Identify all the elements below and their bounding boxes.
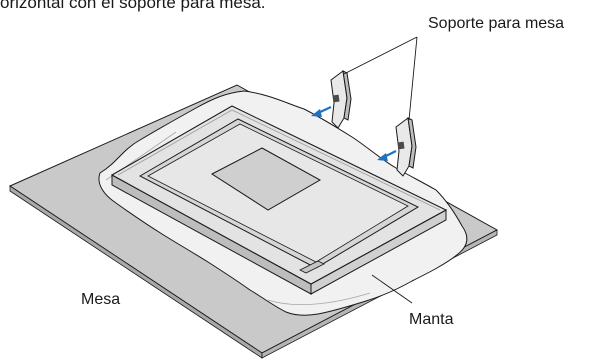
label-table-stand: Soporte para mesa xyxy=(428,15,565,32)
leader-lines xyxy=(343,36,418,304)
label-blanket: Manta xyxy=(409,311,454,328)
insert-arrow-left-icon xyxy=(311,106,332,117)
table-stand-right xyxy=(395,117,417,177)
instruction-text: orizontal con el soporte para mesa. xyxy=(0,0,266,12)
monitor xyxy=(110,105,448,295)
label-table: Mesa xyxy=(81,291,121,308)
insert-arrow-right-icon xyxy=(377,150,397,161)
table-stand-left xyxy=(330,70,352,129)
